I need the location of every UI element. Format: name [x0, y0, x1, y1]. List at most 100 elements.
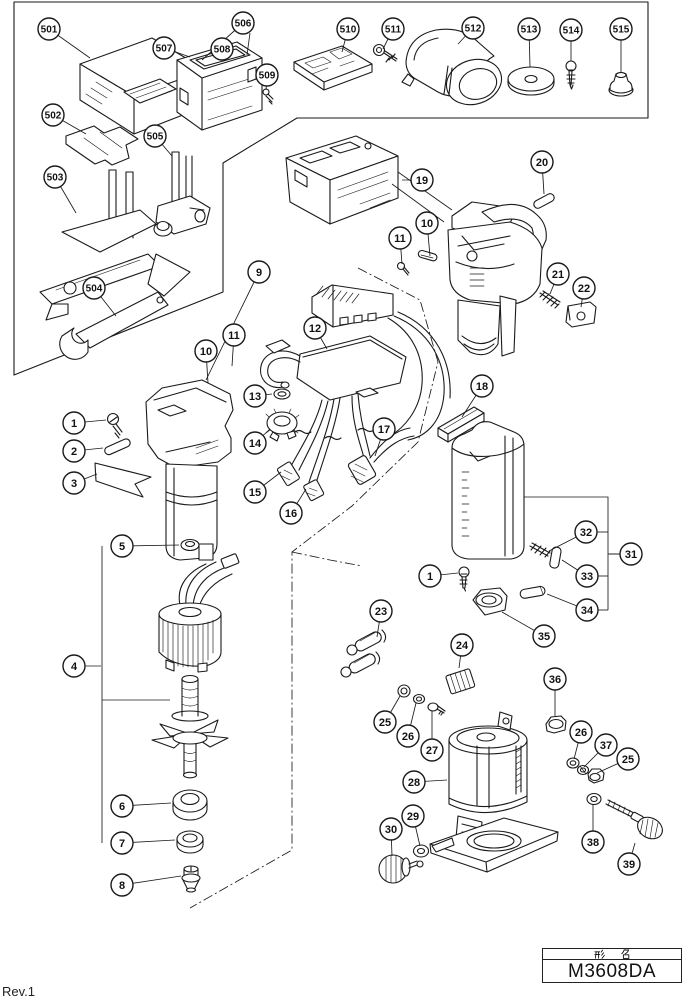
- balloon-39: 39: [617, 852, 641, 876]
- balloon-19: 19: [410, 168, 434, 192]
- part-504-wrench: [59, 291, 169, 360]
- balloon-26: 26: [569, 720, 593, 744]
- part-36-nut: [545, 715, 567, 734]
- svg-text:513: 513: [521, 25, 538, 36]
- part-24-bellmouth: [445, 668, 476, 695]
- title-block: 形 名 M3608DA: [542, 948, 682, 983]
- svg-text:17: 17: [378, 424, 390, 436]
- svg-text:26: 26: [402, 731, 414, 743]
- balloon-32: 32: [574, 520, 598, 544]
- svg-text:39: 39: [623, 859, 635, 871]
- part-35-nut: [472, 587, 508, 616]
- balloon-5: 5: [110, 534, 134, 558]
- part-25-cap-nut: [397, 684, 411, 698]
- svg-text:29: 29: [407, 811, 419, 823]
- svg-text:30: 30: [385, 824, 397, 836]
- part-14-bearing-holder: [265, 408, 300, 442]
- balloon-36: 36: [543, 667, 567, 691]
- balloon-38: 38: [581, 830, 605, 854]
- balloon-33: 33: [575, 564, 599, 588]
- svg-text:11: 11: [394, 233, 406, 245]
- svg-text:508: 508: [214, 45, 231, 56]
- balloon-508: 508: [210, 37, 234, 61]
- svg-text:6: 6: [119, 801, 125, 813]
- balloon-15: 15: [243, 480, 267, 504]
- part-terminal-block: [311, 284, 394, 328]
- balloon-513: 513: [517, 17, 541, 41]
- section-divider: [291, 551, 363, 567]
- part-29-washer: [412, 844, 430, 858]
- balloon-9: 9: [247, 260, 271, 284]
- part-31-sub-base: [451, 421, 525, 560]
- part-513-washer-disc: [507, 66, 555, 96]
- balloon-22: 22: [572, 276, 596, 300]
- part-30-knob: [378, 854, 424, 884]
- part-15-connector: [276, 461, 300, 486]
- balloon-1: 1: [62, 411, 86, 435]
- svg-text:506: 506: [235, 19, 252, 30]
- part-38-washer: [586, 792, 602, 806]
- balloon-25: 25: [373, 710, 397, 734]
- svg-text:2: 2: [71, 446, 77, 458]
- balloon-23: 23: [369, 599, 393, 623]
- svg-text:3: 3: [71, 478, 77, 490]
- balloon-514: 514: [559, 18, 583, 42]
- balloon-16: 16: [279, 501, 303, 525]
- part-17-wire-harness: [290, 311, 451, 487]
- part-26-washer: [412, 693, 426, 705]
- svg-text:13: 13: [249, 391, 261, 403]
- balloon-37: 37: [594, 733, 618, 757]
- part-27-screw: [427, 702, 446, 716]
- part-505-clamp-lever: [153, 151, 211, 237]
- balloon-30: 30: [379, 817, 403, 841]
- svg-text:27: 27: [426, 745, 438, 757]
- section-divider-lines: [189, 267, 439, 909]
- svg-text:25: 25: [622, 754, 634, 766]
- part-6-bearing: [172, 789, 208, 821]
- svg-text:514: 514: [563, 26, 580, 37]
- svg-text:20: 20: [536, 157, 548, 169]
- balloon-6: 6: [110, 794, 134, 818]
- svg-text:14: 14: [249, 438, 262, 450]
- part-8-collet: [181, 865, 201, 893]
- balloon-27: 27: [420, 738, 444, 762]
- balloon-507: 507: [152, 36, 176, 60]
- part-housing-tail-assembly: [447, 201, 547, 357]
- balloon-3: 3: [62, 471, 86, 495]
- svg-text:11: 11: [228, 330, 240, 342]
- svg-text:25: 25: [379, 717, 391, 729]
- part-21-spring: [539, 290, 561, 309]
- part-22-plate: [565, 301, 597, 328]
- part-13-washer-ring: [273, 388, 291, 400]
- part-514-screw: [565, 60, 577, 90]
- balloon-24: 24: [450, 633, 474, 657]
- svg-text:28: 28: [408, 777, 420, 789]
- balloon-10: 10: [194, 339, 218, 363]
- svg-text:515: 515: [613, 25, 630, 36]
- part-10-pin-upper: [417, 249, 438, 262]
- svg-text:24: 24: [456, 640, 469, 652]
- part-16-connector: [303, 479, 325, 502]
- svg-text:507: 507: [156, 44, 173, 55]
- svg-text:4: 4: [71, 661, 78, 673]
- svg-text:16: 16: [285, 508, 297, 520]
- svg-text:12: 12: [309, 323, 321, 335]
- balloon-8: 8: [110, 873, 134, 897]
- balloon-14: 14: [243, 431, 267, 455]
- part-7-washer: [176, 830, 204, 854]
- svg-text:512: 512: [465, 24, 482, 35]
- balloon-29: 29: [401, 804, 425, 828]
- balloon-503: 503: [43, 165, 67, 189]
- model-number: M3608DA: [568, 961, 656, 982]
- part-503-guide-assembly: [39, 169, 191, 321]
- svg-text:511: 511: [385, 25, 402, 36]
- balloon-509: 509: [255, 63, 279, 87]
- part-9-motor-housing: [145, 379, 234, 561]
- svg-text:35: 35: [538, 631, 550, 643]
- balloon-11: 11: [222, 323, 246, 347]
- kanji-kata-icon: [594, 949, 605, 959]
- part-2-strip: [104, 438, 131, 456]
- part-stator: [158, 553, 240, 673]
